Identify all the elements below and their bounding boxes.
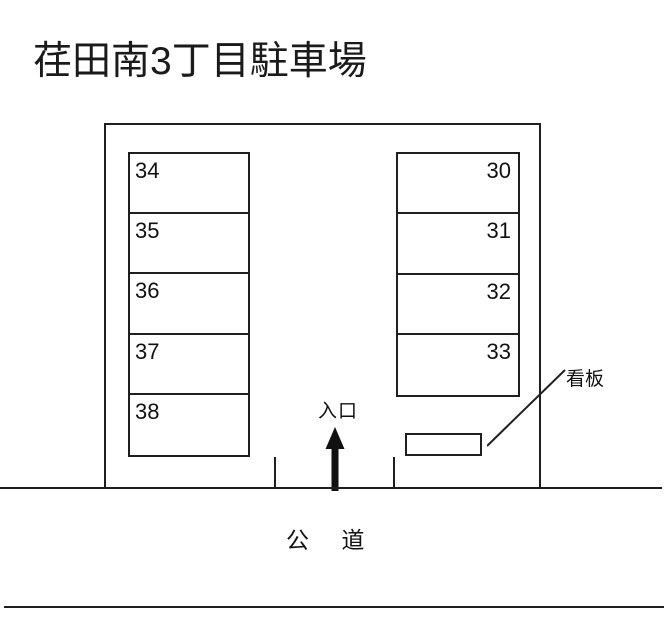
driveway-edge-left <box>274 457 276 487</box>
lot-boundary-right-wall <box>539 123 541 487</box>
stall-number: 37 <box>135 338 160 364</box>
signboard-rectangle[interactable] <box>405 433 482 456</box>
stall-number: 30 <box>486 158 511 183</box>
lot-boundary-top <box>104 123 541 125</box>
parking-stall[interactable]: 36 <box>130 274 248 335</box>
stall-number: 38 <box>135 398 160 424</box>
stall-number: 36 <box>135 278 160 304</box>
stall-block-left: 34 35 36 37 38 <box>128 152 250 457</box>
stall-number: 32 <box>486 278 511 304</box>
road-far-side-line <box>4 606 664 608</box>
driveway-edge-right <box>393 457 395 487</box>
parking-stall[interactable]: 31 <box>398 214 518 275</box>
parking-stall[interactable]: 37 <box>130 334 248 395</box>
parking-stall[interactable]: 33 <box>398 334 518 395</box>
stall-number: 35 <box>135 218 160 244</box>
stall-number: 33 <box>486 338 511 364</box>
entrance-label: 入口 <box>318 401 359 422</box>
parking-stall[interactable]: 38 <box>130 394 248 455</box>
stall-number: 34 <box>135 158 160 183</box>
parking-stall[interactable]: 30 <box>398 154 518 215</box>
stall-number: 31 <box>486 218 511 244</box>
parking-stall[interactable]: 35 <box>130 214 248 275</box>
stall-block-right: 30 31 32 33 <box>396 152 520 397</box>
parking-stall[interactable]: 32 <box>398 274 518 335</box>
page-title: 荏田南3丁目駐車場 <box>33 40 367 83</box>
lot-boundary-left-wall <box>104 123 106 487</box>
parking-stall[interactable]: 34 <box>130 154 248 215</box>
road-label: 公 道 <box>286 527 378 553</box>
entrance-arrow-icon <box>325 427 345 491</box>
signboard-label: 看板 <box>566 369 605 390</box>
road-frontage-line <box>0 487 662 489</box>
